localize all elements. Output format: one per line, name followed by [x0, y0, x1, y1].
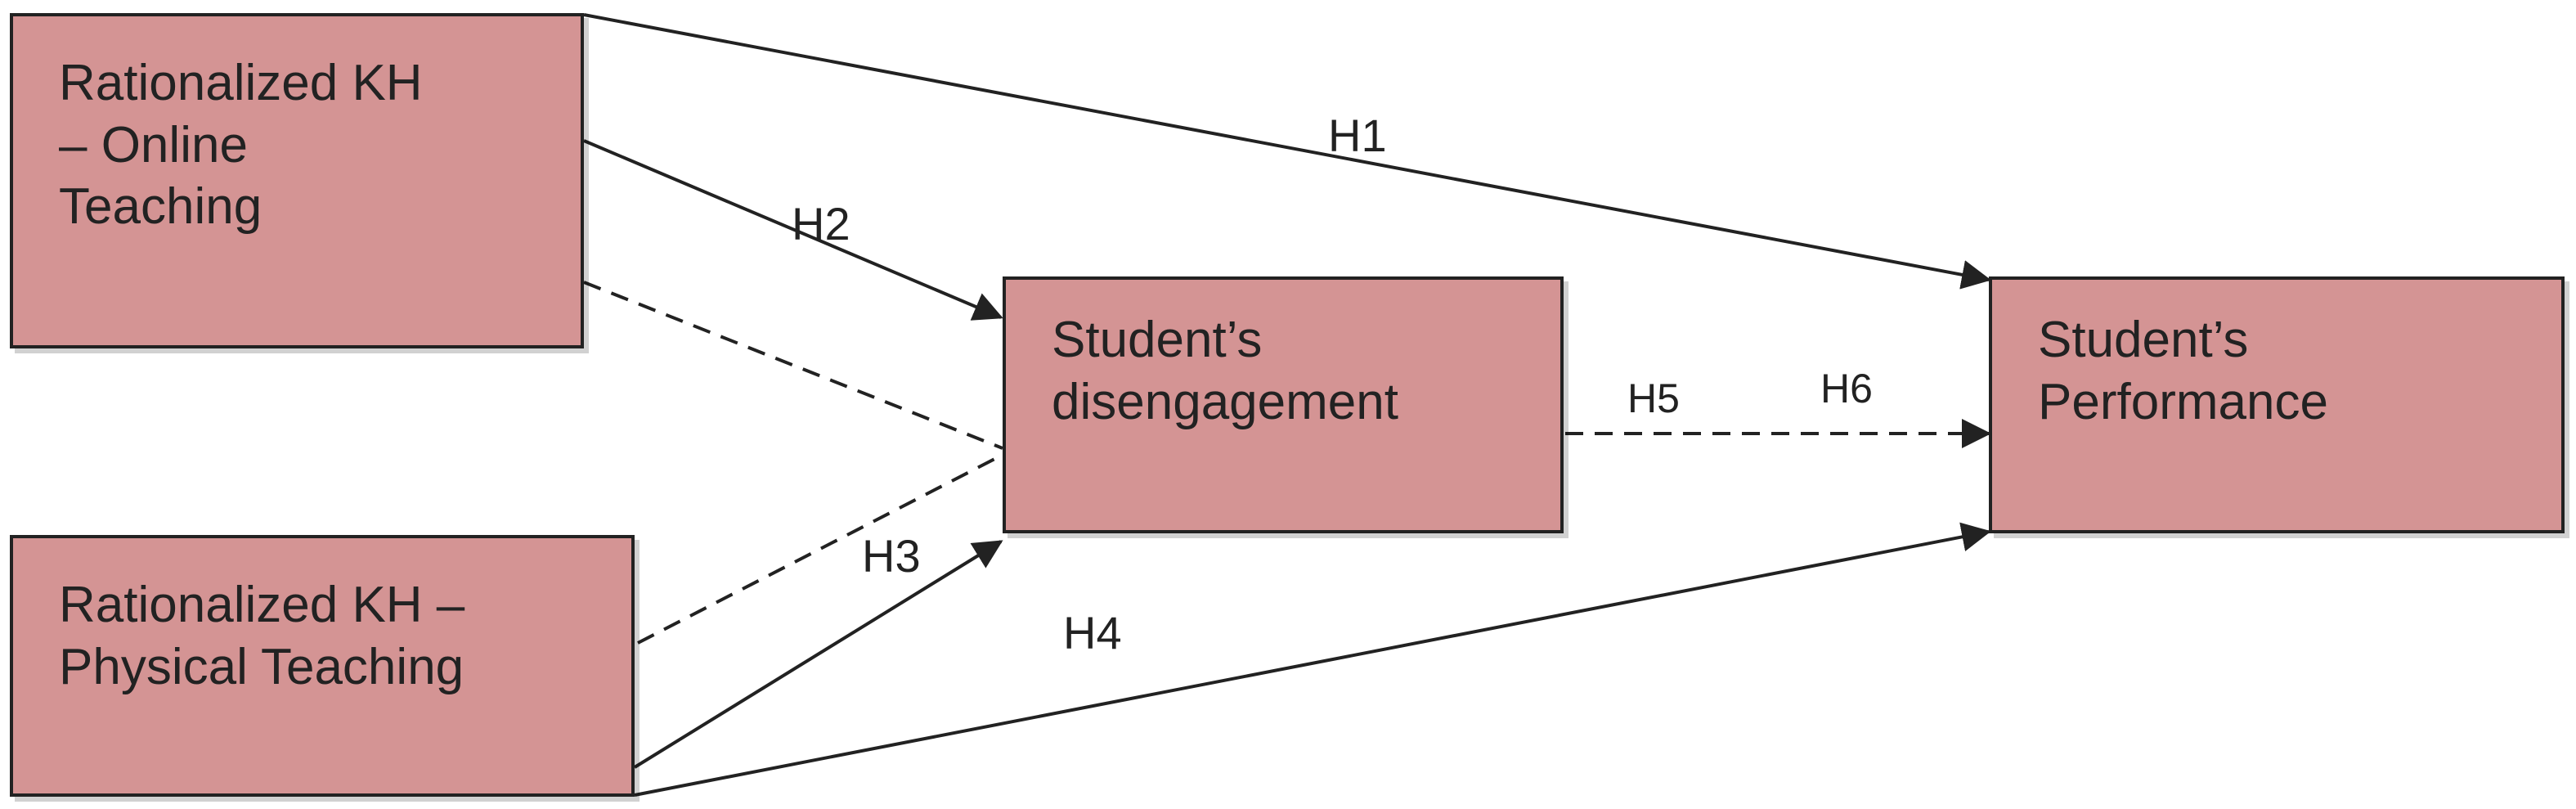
arrow-h2 — [583, 139, 1003, 321]
arrow-h1 — [583, 13, 1991, 290]
label-h6: H6 — [1820, 366, 1873, 411]
label-h4: H4 — [1063, 607, 1122, 658]
node-rationalized-kh-physical: Rationalized KH – Physical Teaching — [10, 535, 635, 797]
label-h2: H2 — [792, 198, 850, 249]
dashed-link-online — [583, 281, 1003, 450]
arrow-h3 — [633, 540, 1003, 769]
label-h1: H1 — [1328, 110, 1387, 161]
node-rationalized-kh-online: Rationalized KH – Online Teaching — [10, 13, 584, 348]
dashed-link-physical — [637, 453, 1003, 645]
label-h3: H3 — [862, 530, 921, 582]
node-student-performance: Student’s Performance — [1989, 276, 2565, 533]
node-student-disengagement: Student’s disengagement — [1003, 276, 1564, 533]
label-h5: H5 — [1627, 375, 1680, 421]
arrow-h4 — [634, 522, 1991, 797]
